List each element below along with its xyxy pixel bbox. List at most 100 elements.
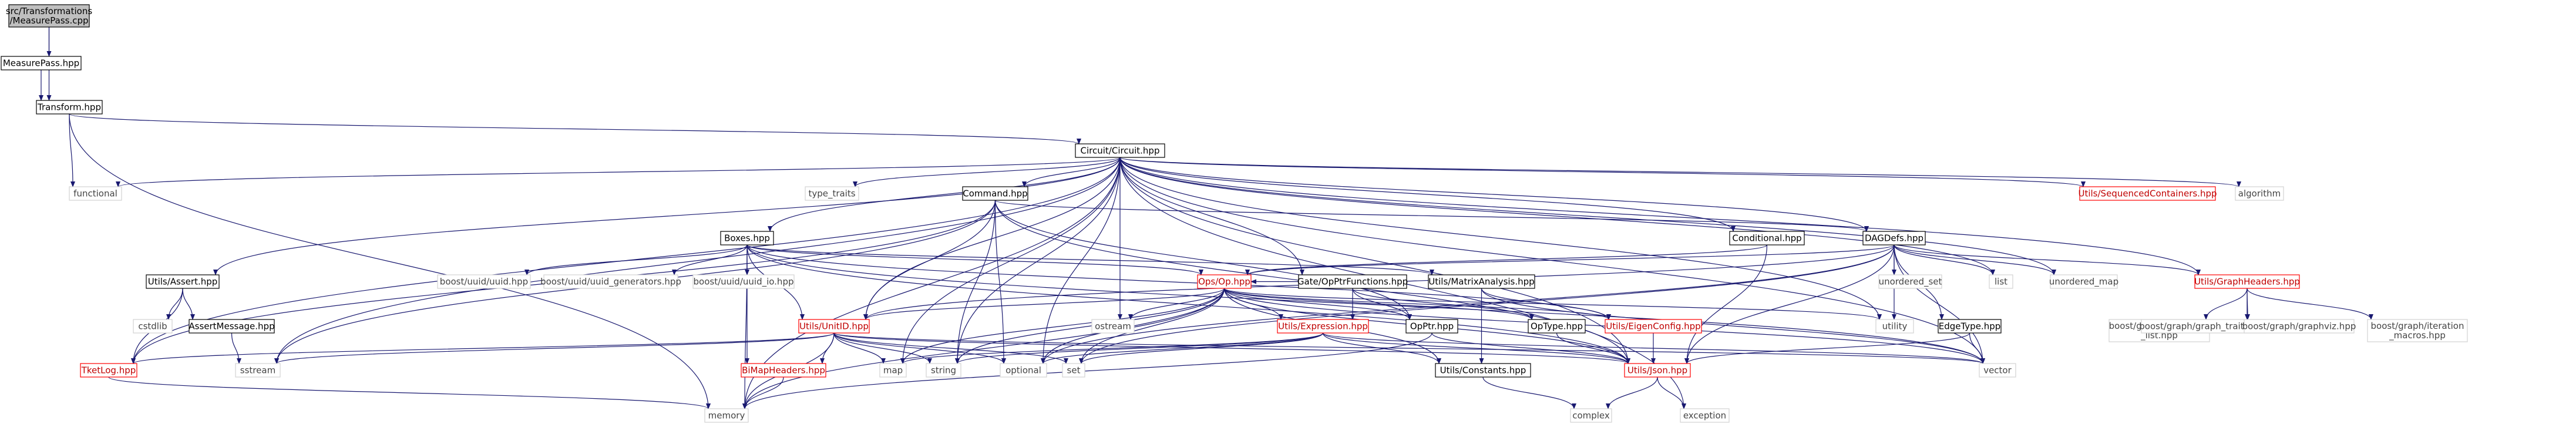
- edge-circuit_hpp-to-graphheaders_hpp: [1119, 157, 2201, 275]
- node-transform_hpp[interactable]: Transform.hpp: [36, 100, 103, 115]
- node-root[interactable]: src/Transformations/MeasurePass.cpp: [6, 4, 92, 28]
- node-label: boost/graph/graphviz.hpp: [2242, 321, 2356, 332]
- edge-unitid_hpp-to-tketlog_hpp: [131, 332, 835, 364]
- node-label: boost/uuid/uuid.hpp: [440, 277, 528, 287]
- node-bimapheaders_hpp[interactable]: BiMapHeaders.hpp: [741, 363, 826, 378]
- node-optional: optional: [1000, 363, 1047, 378]
- node-dagdefs_hpp[interactable]: DAGDefs.hpp: [1862, 231, 1926, 245]
- node-measurepass_hpp[interactable]: MeasurePass.hpp: [1, 56, 82, 70]
- node-set: set: [1062, 363, 1085, 378]
- node-string: string: [926, 363, 961, 378]
- node-label: Utils/GraphHeaders.hpp: [2194, 277, 2300, 287]
- node-list: list: [1989, 274, 2013, 289]
- node-expression_hpp[interactable]: Utils/Expression.hpp: [1277, 319, 1369, 334]
- node-graphheaders_hpp[interactable]: Utils/GraphHeaders.hpp: [2194, 274, 2300, 289]
- node-gate_opptrfunc_hpp[interactable]: Gate/OpPtrFunctions.hpp: [1297, 274, 1408, 289]
- edge-conditional_hpp-to-ops_op_hpp: [1245, 244, 1768, 275]
- edge-ops_op_hpp-to-map: [900, 288, 1225, 364]
- node-label: ostream: [1095, 321, 1131, 332]
- edge-graphheaders_hpp-to-boost_adjacency: [2204, 288, 2248, 320]
- node-label: boost/graph/iteration: [2371, 321, 2464, 331]
- node-edgetype_hpp[interactable]: EdgeType.hpp: [1938, 319, 2002, 334]
- node-label: complex: [1572, 411, 1610, 421]
- node-tketlog_hpp[interactable]: TketLog.hpp: [80, 363, 137, 378]
- node-box: [543, 274, 678, 289]
- edge-transform_hpp-to-functional: [69, 113, 75, 187]
- edge-constants_hpp-to-complex: [1482, 376, 1576, 409]
- edge-assertmessage_hpp-to-sstream: [231, 332, 241, 364]
- node-box: [1091, 319, 1135, 334]
- node-label: functional: [73, 189, 117, 199]
- node-eigenconfig_hpp[interactable]: Utils/EigenConfig.hpp: [1605, 319, 1702, 334]
- node-box: [1, 56, 82, 70]
- edge-unitid_hpp-to-set: [833, 332, 1068, 364]
- edge-tketlog_hpp-to-memory: [108, 376, 711, 409]
- node-assert_hpp[interactable]: Utils/Assert.hpp: [146, 274, 220, 289]
- node-label: set: [1067, 365, 1081, 376]
- node-box: [235, 363, 281, 378]
- node-boost_uuid: boost/uuid/uuid.hpp: [437, 274, 531, 289]
- node-ostream: ostream: [1091, 319, 1135, 334]
- edge-unitid_hpp-to-sstream: [274, 332, 835, 364]
- node-box: [1298, 274, 1407, 289]
- node-boost_uuid_gen: boost/uuid/uuid_generators.hpp: [540, 274, 681, 289]
- node-json_hpp[interactable]: Utils/Json.hpp: [1624, 363, 1691, 378]
- edge-dagdefs_hpp-to-ops_op_hpp: [1245, 244, 1895, 275]
- edge-unitid_hpp-to-optional: [833, 332, 1006, 364]
- edge-transform_hpp-to-circuit_hpp: [69, 113, 1081, 144]
- node-box: [8, 4, 90, 28]
- edge-expression_hpp-to-string: [955, 332, 1324, 364]
- node-label: Conditional.hpp: [1732, 233, 1801, 244]
- node-unitid_hpp[interactable]: Utils/UnitID.hpp: [798, 319, 870, 334]
- node-algorithm: algorithm: [2235, 186, 2284, 201]
- node-label: utility: [1882, 321, 1908, 332]
- node-circuit_hpp[interactable]: Circuit/Circuit.hpp: [1075, 143, 1165, 158]
- node-label: _macros.hpp: [2389, 330, 2446, 341]
- edge-ops_op_hpp-to-opptr_hpp: [1223, 288, 1412, 320]
- node-constants_hpp[interactable]: Utils/Constants.hpp: [1435, 363, 1531, 378]
- node-matrixanalysis_hpp[interactable]: Utils/MatrixAnalysis.hpp: [1428, 274, 1535, 289]
- node-box: [1528, 319, 1586, 334]
- node-box: [2194, 274, 2300, 289]
- node-label: Utils/Expression.hpp: [1278, 321, 1368, 332]
- edge-circuit_hpp-to-memory: [742, 157, 1121, 409]
- edge-unitid_hpp-to-json_hpp: [833, 332, 1630, 364]
- node-label: string: [931, 365, 956, 376]
- node-label: boost/graph/graph_traits.hpp: [2139, 321, 2268, 332]
- node-label: Transform.hpp: [37, 102, 101, 113]
- edge-dagdefs_hpp-to-graphheaders_hpp: [1894, 244, 2201, 275]
- node-label: memory: [708, 411, 745, 421]
- node-opptr_hpp[interactable]: OpPtr.hpp: [1405, 319, 1458, 334]
- node-box: [133, 319, 173, 334]
- edge-unitid_hpp-to-map: [833, 332, 886, 364]
- node-optype_hpp[interactable]: OpType.hpp: [1528, 319, 1586, 334]
- node-ops_op_hpp[interactable]: Ops/Op.hpp: [1197, 274, 1252, 289]
- node-label: sstream: [240, 365, 275, 376]
- node-box: [798, 319, 870, 334]
- node-sequenced_hpp[interactable]: Utils/SequencedContainers.hpp: [2078, 186, 2217, 201]
- node-boost_graphviz: boost/graph/graphviz.hpp: [2242, 319, 2356, 334]
- node-box: [741, 363, 826, 378]
- edge-circuit_hpp-to-optional: [1041, 157, 1121, 364]
- node-box: [2235, 186, 2284, 201]
- edge-boxes_hpp-to-boost_uuid_gen: [672, 244, 748, 275]
- node-boxes_hpp[interactable]: Boxes.hpp: [720, 231, 774, 245]
- edge-ops_op_hpp-to-eigenconfig_hpp: [1223, 288, 1611, 320]
- edge-edgetype_hpp-to-vector: [1969, 332, 1985, 364]
- node-cstdlib: cstdlib: [133, 319, 173, 334]
- node-box: [189, 319, 275, 334]
- edge-command_hpp-to-opptr_hpp: [994, 200, 1412, 320]
- edge-circuit_hpp-to-sequenced_hpp: [1119, 157, 2086, 187]
- node-box: [1405, 319, 1458, 334]
- node-unordered_set: unordered_set: [1878, 274, 1942, 289]
- node-conditional_hpp[interactable]: Conditional.hpp: [1729, 231, 1805, 245]
- edge-expression_hpp-to-vector: [1322, 332, 1985, 364]
- edges-layer: [39, 27, 2373, 409]
- node-assertmessage_hpp[interactable]: AssertMessage.hpp: [189, 319, 275, 334]
- node-command_hpp[interactable]: Command.hpp: [962, 186, 1028, 201]
- node-label: boost/uuid/uuid_io.hpp: [694, 277, 794, 288]
- node-box: [1680, 408, 1730, 423]
- node-box: [2050, 274, 2118, 289]
- node-map: map: [879, 363, 907, 378]
